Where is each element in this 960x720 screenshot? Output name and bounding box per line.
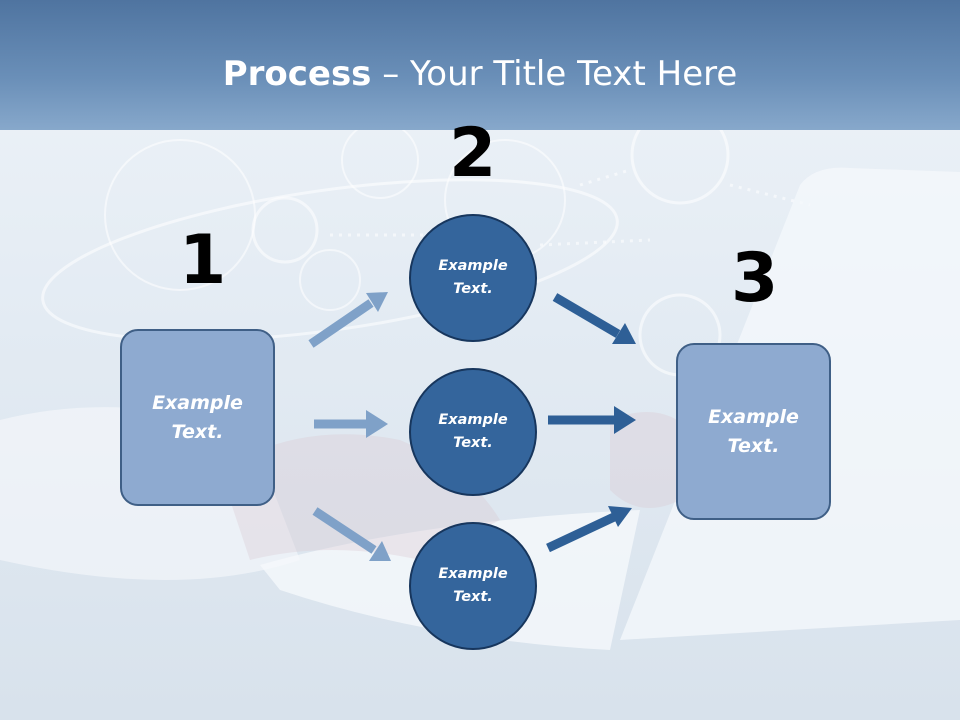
step-number-2: 2 xyxy=(449,114,497,193)
circle-bottom: Example Text. xyxy=(409,522,537,650)
step-1-box: Example Text. xyxy=(120,329,275,506)
arrow-to-circle-middle-head xyxy=(366,410,388,438)
arrow-from-circle-bottom xyxy=(546,512,616,553)
title-rest: – Your Title Text Here xyxy=(371,54,738,94)
arrow-to-circle-bottom xyxy=(312,507,377,554)
title-band xyxy=(0,0,960,130)
arrow-to-circle-top-head xyxy=(366,292,388,312)
arrow-from-circle-bottom-head xyxy=(608,506,632,527)
arrow-from-circle-top xyxy=(552,293,621,338)
arrow-to-circle-top xyxy=(308,299,374,348)
step-number-3: 3 xyxy=(731,239,779,318)
step-number-1: 1 xyxy=(179,221,227,300)
circle-middle: Example Text. xyxy=(409,368,537,496)
circle-top: Example Text. xyxy=(409,214,537,342)
arrow-from-circle-middle-head xyxy=(614,406,636,434)
arrow-from-circle-top-head xyxy=(612,323,636,344)
arrow-to-circle-bottom-head xyxy=(369,541,391,561)
step-3-box: Example Text. xyxy=(676,343,831,520)
title-bold: Process xyxy=(222,54,372,94)
slide-title: Process – Your Title Text Here xyxy=(0,52,960,96)
